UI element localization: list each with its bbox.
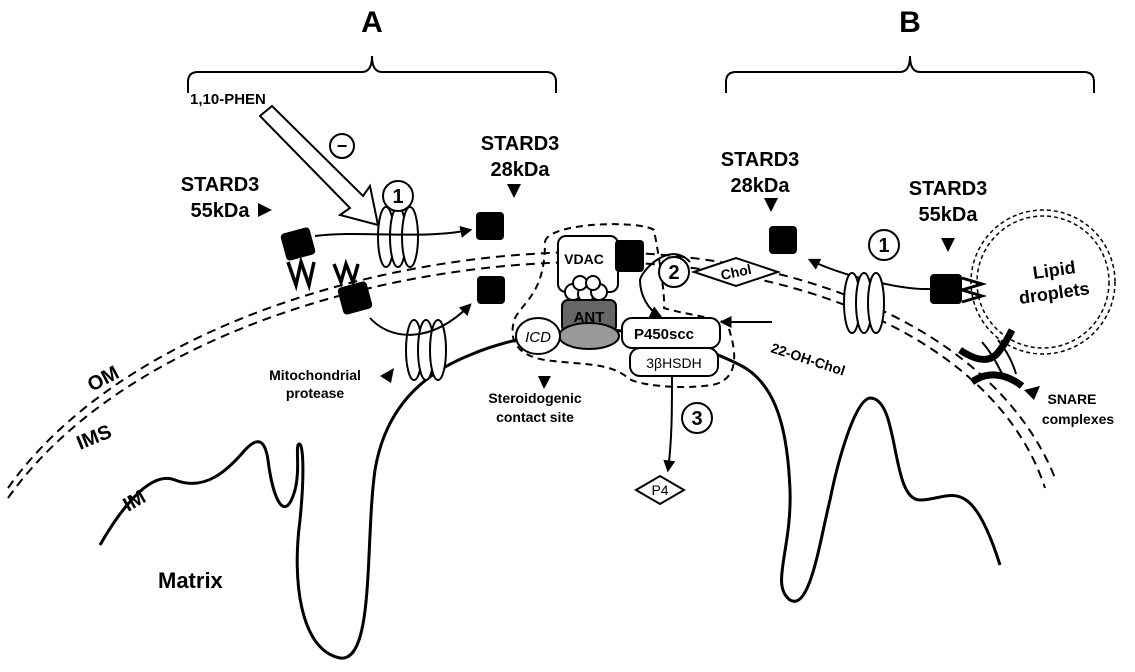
- step-1-right: 1: [878, 235, 889, 257]
- stard3-28-left-size: 28kDa: [491, 159, 551, 181]
- lipid-droplet-label-line-2: droplets: [1018, 278, 1091, 308]
- ant-base: [559, 323, 619, 349]
- snare-label-line-2: complexes: [1042, 411, 1115, 427]
- p4-label: P4: [651, 482, 668, 498]
- snare-complex-black: [960, 330, 1012, 359]
- panel-a-brace: [188, 56, 556, 93]
- snare-complex-black-2: [972, 375, 1022, 386]
- step-2: 2: [668, 262, 679, 284]
- ims-label: IMS: [74, 421, 115, 455]
- protease-label-line-1: Mitochondrial: [269, 367, 361, 383]
- p450scc-label: P450scc: [634, 326, 694, 343]
- lipid-droplet-inner: [977, 216, 1109, 348]
- panel-a-label: A: [361, 6, 383, 39]
- contact-site-label-line-2: contact site: [496, 409, 574, 425]
- lipid-droplet-label-line-1: Lipid: [1031, 257, 1076, 283]
- outer-membrane-line-1: [8, 252, 1055, 488]
- outer-membrane-line-2: [8, 262, 1045, 498]
- panel-b-brace: [726, 56, 1094, 93]
- om-transporter-left: [378, 207, 418, 267]
- inner-membrane: [100, 330, 1000, 658]
- lipid-droplet-outer: [971, 210, 1115, 354]
- stard3-28-protein-right: [769, 226, 797, 254]
- icd-label: ICD: [525, 329, 551, 346]
- om-transporter-right: [844, 273, 884, 333]
- stard3-28-protein-lower: [477, 276, 505, 304]
- matrix-label: Matrix: [158, 568, 224, 593]
- protease-pointer: [380, 368, 394, 383]
- im-label: IM: [120, 486, 150, 516]
- stard3-28-right-size: 28kDa: [731, 175, 791, 197]
- stard3-28-left-pointer: [507, 184, 521, 198]
- zigzag-anchor-upper: [288, 262, 314, 285]
- om-label: OM: [84, 362, 123, 397]
- contact-site-label-line-1: Steroidogenic: [488, 390, 582, 406]
- hsdh-label: 3βHSDH: [646, 355, 702, 371]
- stard3-55-left-name: STARD3: [181, 174, 260, 196]
- stard3-55-protein-upper: [280, 227, 316, 262]
- stard3-55-right-pointer: [941, 238, 955, 252]
- stard3-28-protein-contact: [615, 240, 644, 272]
- step-3: 3: [691, 408, 702, 430]
- protease-label-line-2: protease: [286, 385, 345, 401]
- contact-site-pointer: [538, 376, 551, 389]
- stard3-28-left-name: STARD3: [481, 133, 560, 155]
- step-1-left: 1: [392, 186, 403, 208]
- phen-label: 1,10-PHEN: [190, 91, 266, 108]
- stard3-55-protein-right: [930, 274, 962, 304]
- stard3-28-right-name: STARD3: [721, 149, 800, 171]
- phen-block-arrow: [260, 106, 378, 225]
- zigzag-anchor-lower: [334, 264, 358, 282]
- stard3-28-protein-upper: [476, 212, 504, 240]
- mitochondrial-protease: [406, 320, 446, 380]
- stard3-55-right-name: STARD3: [909, 178, 988, 200]
- ant-label: ANT: [574, 309, 605, 326]
- inhibition-sign: −: [337, 136, 348, 156]
- stard3-28-right-pointer: [764, 198, 778, 212]
- stard3-55-right-size: 55kDa: [919, 204, 979, 226]
- stard3-55-left-pointer: [258, 203, 272, 217]
- panel-b-label: B: [899, 6, 921, 39]
- vdac-label: VDAC: [564, 251, 604, 267]
- snare-label-line-1: SNARE: [1047, 391, 1096, 407]
- stard3-55-left-size: 55kDa: [191, 200, 251, 222]
- oh-chol-label: 22-OH-Chol: [769, 340, 847, 379]
- snare-pointer: [1024, 386, 1040, 400]
- step-3-arrow: [668, 376, 672, 470]
